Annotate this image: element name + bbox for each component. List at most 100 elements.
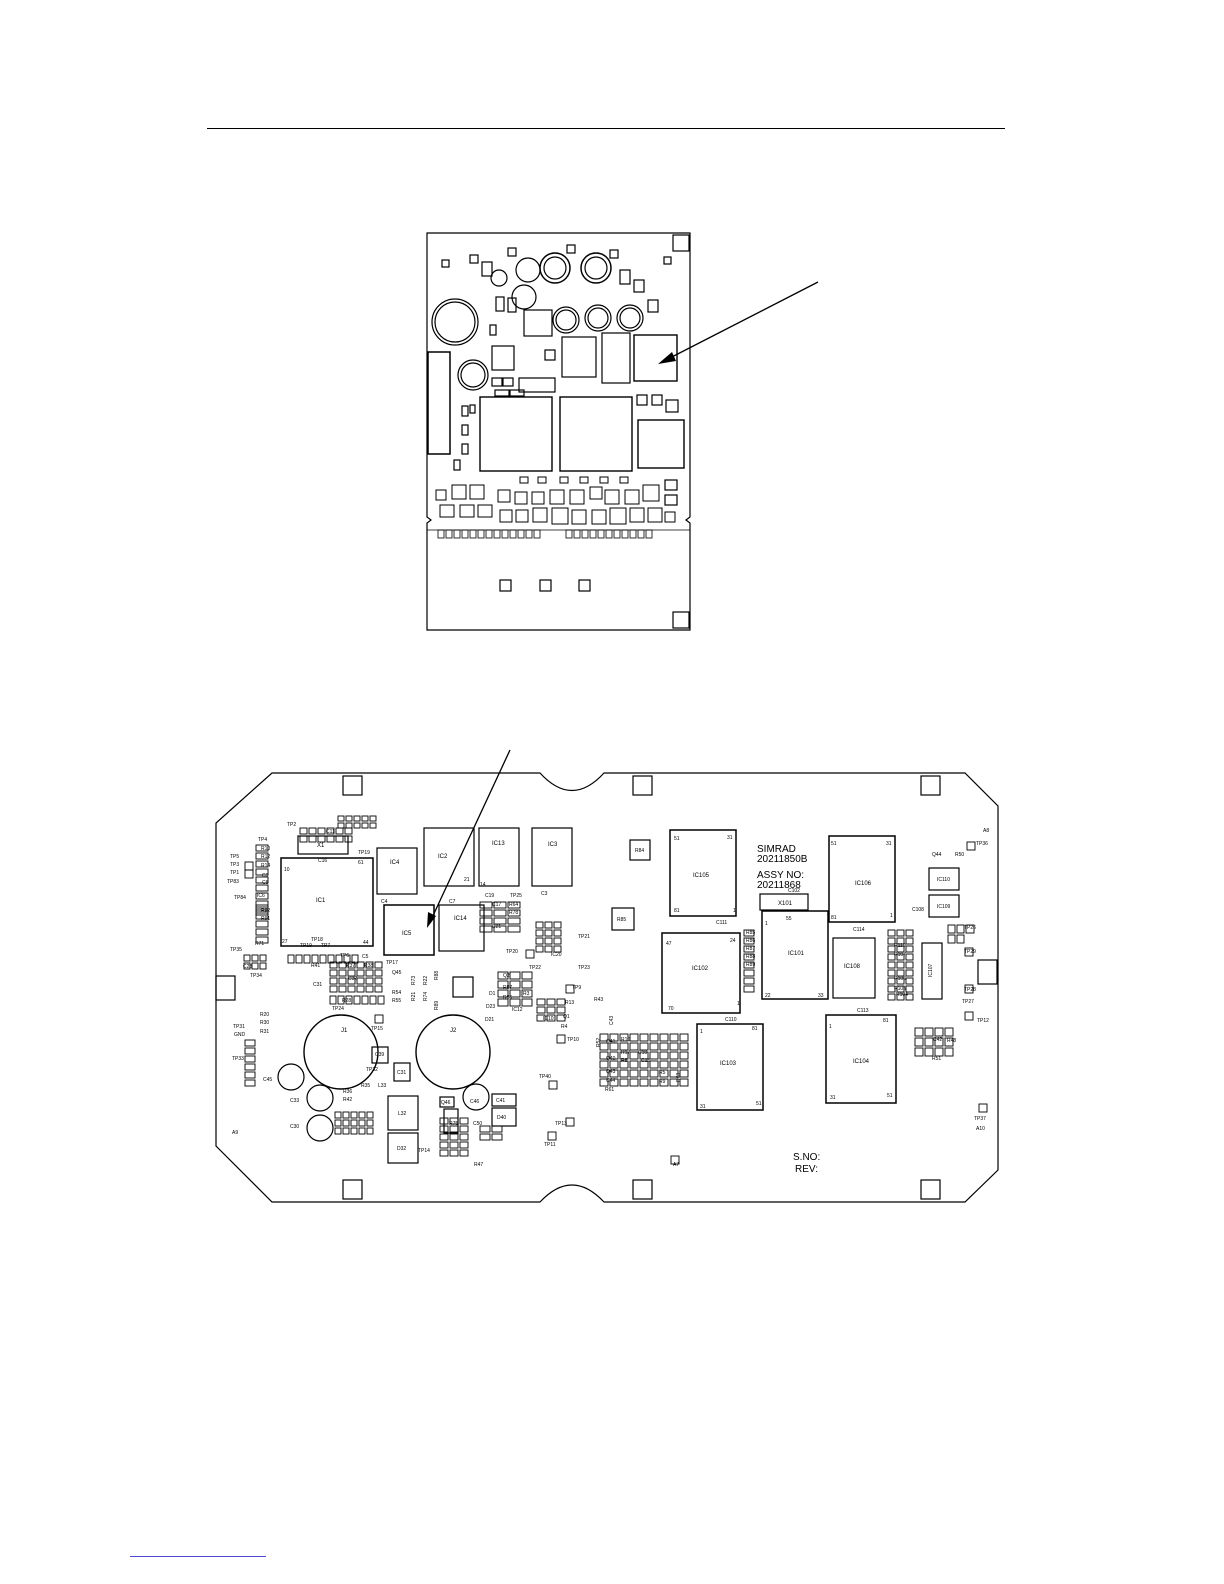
smd-pad: [244, 1079, 256, 1087]
label-c18: C18: [638, 1050, 647, 1056]
assy-number: 20211868: [757, 880, 801, 891]
smd-pad: [535, 929, 544, 937]
label-r87: R87: [503, 985, 512, 991]
smd-pad: [449, 1125, 459, 1133]
smd-pad: [639, 1069, 649, 1078]
label-r51: R51: [932, 1056, 941, 1062]
smd-pad: [334, 1119, 342, 1127]
board-legend: SIMRAD 20211850B ASSY NO: 20211868 S.NO:…: [757, 844, 820, 1175]
smd-pad: [366, 1111, 374, 1119]
label-r50: R50: [955, 852, 964, 858]
smd-pad: [327, 954, 335, 964]
label-r86b: R86: [746, 938, 755, 944]
smd-pad: [449, 1117, 459, 1125]
smd-pad: [366, 1127, 374, 1135]
smd-pad: [308, 835, 317, 843]
smd-pad: [374, 985, 383, 993]
smd-pad: [255, 912, 269, 920]
smd-pad: [649, 1051, 659, 1060]
label-q46: Q46: [441, 1100, 451, 1106]
smd-pad: [609, 1069, 619, 1078]
test-point-pad: [374, 1014, 384, 1024]
smd-pad: [924, 1047, 934, 1057]
smd-pad: [251, 962, 259, 970]
smd-pad: [743, 937, 755, 945]
label-tp15: TP15: [371, 1026, 383, 1032]
label-r12: R12: [261, 854, 270, 860]
label-r37: R37: [346, 963, 355, 969]
label-tp37: TP37: [974, 1116, 986, 1122]
label-c3: C3: [541, 891, 548, 897]
pin-numbers: 10 61 27 44 21 14 51 31 81 1 51 31 81 1 …: [282, 835, 893, 1110]
pin-ic104-31: 31: [830, 1095, 836, 1101]
test-point-pad: [556, 1034, 566, 1044]
smd-pad: [439, 1141, 449, 1149]
smd-pad: [544, 929, 553, 937]
label-r61: R61: [605, 1087, 614, 1093]
smd-pad: [497, 989, 509, 998]
label-ic105: IC105: [693, 873, 710, 879]
smd-pad: [439, 1125, 449, 1133]
ic106: [828, 835, 896, 923]
smd-pad: [521, 989, 533, 998]
smd-pad: [350, 1119, 358, 1127]
smd-pad: [358, 1111, 366, 1119]
maker-text: SIMRAD: [757, 844, 796, 855]
label-tp10: TP10: [567, 1037, 579, 1043]
label-ic5: IC5: [402, 931, 412, 937]
test-point-pad: [244, 869, 254, 879]
label-tp23: TP23: [578, 965, 590, 971]
label-ic104: IC104: [853, 1059, 870, 1065]
testpoint-labels: TP2 TP4 TP5 TP3 TP1 TP83 TP84 TP35 TP34 …: [227, 822, 989, 1154]
j2: [415, 1014, 491, 1090]
smd-pad: [369, 822, 377, 829]
test-point-pad: [565, 984, 575, 994]
smd-pad: [337, 815, 345, 822]
smd-pad: [609, 1051, 619, 1060]
small-pads: [243, 815, 988, 1165]
smd-pad: [509, 989, 521, 998]
smd-pad: [255, 844, 269, 852]
label-ic20: IC20: [551, 952, 562, 958]
smd-pad: [493, 909, 507, 917]
header-rule: [207, 128, 1005, 129]
label-ic1: IC1: [316, 898, 326, 904]
smd-pad: [649, 1078, 659, 1087]
label-ic108: IC108: [844, 964, 861, 970]
label-tp36: TP36: [976, 841, 988, 847]
smd-pad: [365, 969, 374, 977]
label-r52: R52: [596, 1038, 602, 1047]
smd-pad: [365, 961, 374, 969]
label-ic107: IC107: [928, 963, 934, 977]
label-tp3: TP3: [230, 862, 239, 868]
smd-pad: [374, 977, 383, 985]
pin-ic103-1: 1: [700, 1029, 703, 1035]
smd-pad: [319, 954, 327, 964]
label-tp34: TP34: [250, 973, 262, 979]
ic4: [376, 847, 418, 895]
smd-pad: [479, 1133, 491, 1141]
label-a8: A8: [983, 828, 989, 834]
label-x1: X1: [317, 843, 325, 849]
smd-pad: [896, 985, 905, 993]
label-r89: R89: [434, 1001, 440, 1010]
assy-label: ASSY NO:: [757, 870, 804, 881]
label-q41: Q41: [606, 1039, 616, 1045]
label-tp19b: TP19: [300, 943, 312, 949]
label-r54: R54: [392, 990, 401, 996]
smd-pad: [329, 969, 338, 977]
label-r43: R43: [594, 997, 603, 1003]
label-tp6: TP6: [340, 953, 349, 959]
label-tp17: TP17: [386, 960, 398, 966]
smd-pad: [679, 1042, 689, 1051]
smd-pad: [449, 1133, 459, 1141]
ic103: [696, 1023, 764, 1111]
pin-ic103-31: 31: [700, 1104, 706, 1110]
label-r47: R47: [474, 1162, 483, 1168]
smd-pad: [369, 815, 377, 822]
smd-pad: [317, 827, 326, 835]
test-point-pad: [964, 984, 974, 994]
label-c9: C9: [262, 873, 269, 879]
label-r16: R16: [621, 1037, 630, 1043]
smd-pad: [361, 822, 369, 829]
